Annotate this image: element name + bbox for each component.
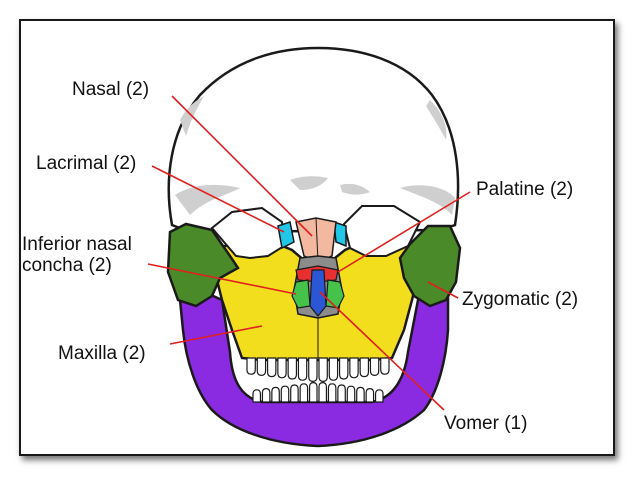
label-vomer: Vomer (1) <box>444 413 528 434</box>
lower-tooth <box>308 381 318 403</box>
upper-tooth <box>277 357 287 379</box>
leader-line-nasal <box>171 95 313 237</box>
upper-tooth <box>369 357 380 377</box>
upper-tooth <box>318 357 328 383</box>
cranium-shade <box>290 176 328 190</box>
lower-tooth <box>280 385 290 403</box>
upper-tooth <box>266 357 277 378</box>
upper-tooth <box>246 357 256 375</box>
leader-lines <box>147 95 471 411</box>
lower-tooth <box>356 386 365 403</box>
lower-teeth <box>252 381 384 403</box>
label-palatine: Palatine (2) <box>476 179 574 200</box>
lower-tooth <box>290 384 299 403</box>
label-lacrimal: Lacrimal (2) <box>36 153 137 174</box>
lower-tooth <box>261 387 271 403</box>
cranium-shade <box>400 185 455 215</box>
upper-tooth <box>256 357 267 377</box>
upper-tooth <box>287 357 298 380</box>
upper-tooth <box>359 357 370 378</box>
lower-tooth <box>318 381 328 403</box>
vomer <box>309 269 327 317</box>
upper-tooth <box>297 357 308 381</box>
label-nasal: Nasal (2) <box>72 79 150 100</box>
leader-line-zygomatic <box>427 281 459 299</box>
upper-tooth <box>380 357 390 375</box>
mandible <box>176 277 450 448</box>
lacrimal-right <box>333 220 347 248</box>
lacrimal-left <box>277 221 295 250</box>
leader-line-inferior-nasal-concha <box>147 263 297 295</box>
lower-tooth <box>299 383 309 403</box>
upper-tooth <box>308 357 318 383</box>
leader-line-palatine <box>337 191 471 273</box>
upper-tooth <box>328 357 339 381</box>
nasal-midline <box>315 217 319 263</box>
upper-teeth <box>246 357 390 383</box>
cranium <box>167 46 460 234</box>
lower-tooth <box>374 389 384 403</box>
leader-line-maxilla <box>169 325 263 345</box>
lower-tooth <box>346 385 356 403</box>
cranium-shade <box>426 100 447 140</box>
lower-tooth <box>327 383 337 403</box>
lower-tooth <box>252 389 262 403</box>
cranium-shade <box>340 183 370 195</box>
upper-tooth <box>349 357 359 379</box>
lower-tooth <box>365 387 375 403</box>
label-maxilla: Maxilla (2) <box>58 343 146 364</box>
lower-tooth <box>337 384 346 403</box>
leader-line-vomer <box>319 291 445 411</box>
upper-tooth <box>338 357 349 380</box>
label-inferior-nasal-concha: Inferior nasal concha (2) <box>22 234 132 276</box>
lower-tooth <box>271 386 280 403</box>
leader-line-lacrimal <box>151 165 285 233</box>
cranium-shade <box>175 184 240 215</box>
label-zygomatic: Zygomatic (2) <box>462 289 579 310</box>
orbit-right <box>342 205 422 257</box>
zygomatic-right <box>398 224 462 308</box>
